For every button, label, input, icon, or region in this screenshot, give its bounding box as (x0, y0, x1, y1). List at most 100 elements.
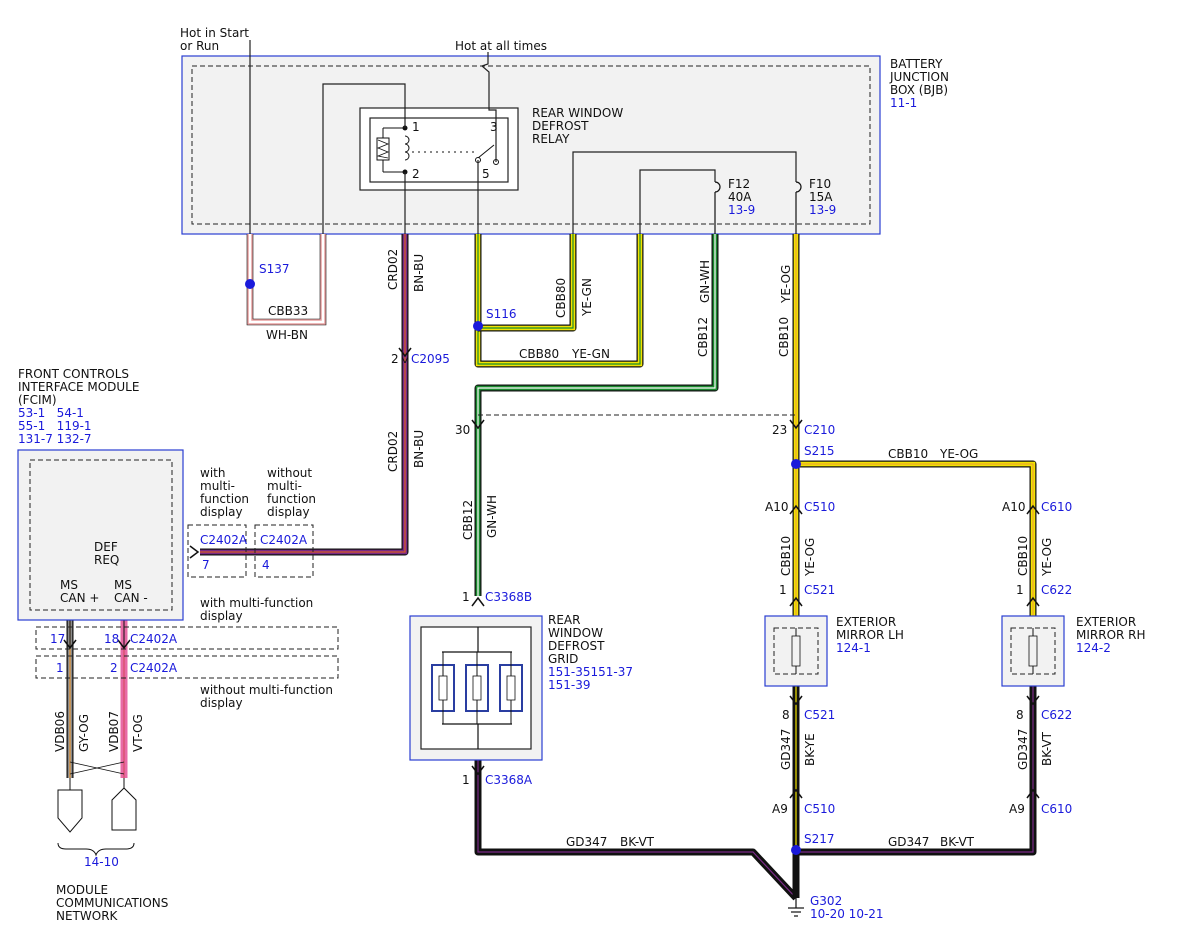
grid-title-2: WINDOW (548, 626, 603, 640)
without-mfd-row (35, 655, 339, 679)
c622-label-top: C622 (1041, 583, 1072, 597)
splice-s137-label: S137 (259, 262, 290, 276)
cbb12-label-top: CBB12 (696, 317, 710, 357)
c510-pin-a9: A9 (772, 802, 788, 816)
splice-s215 (791, 459, 801, 469)
c2402a-pin-1: 1 (56, 661, 64, 675)
wire-gd347 (474, 686, 1037, 901)
grid-title-1: REAR (548, 613, 580, 627)
fcim-can-minus-label: CAN - (114, 591, 148, 605)
bk-ye-label-lh: BK-YE (803, 733, 817, 766)
c622-label-bottom: C622 (1041, 708, 1072, 722)
fcim-module (17, 449, 184, 621)
fuse-f10-name: F10 (809, 177, 831, 191)
rear-window-defrost-grid (409, 615, 543, 761)
bjb-ref: 11-1 (890, 96, 917, 110)
fcim-def-label: DEF (94, 540, 118, 554)
wire-cbb80 (474, 234, 644, 368)
c510-label-top: C510 (804, 500, 835, 514)
with-label-1: with (200, 466, 225, 480)
without-mfd-label-2: display (200, 696, 243, 710)
fcim-title-1: FRONT CONTROLS (18, 367, 129, 381)
ye-og-label-top: YE-OG (779, 265, 793, 304)
with-mfd-label-2: display (200, 609, 243, 623)
gn-wh-label-mid: GN-WH (485, 495, 499, 538)
mirror-rh-title-1: EXTERIOR (1076, 615, 1136, 629)
c3368b-pin: 1 (462, 590, 470, 604)
cbb10-label-lh: CBB10 (779, 536, 793, 576)
bn-bu-label-mid: BN-BU (412, 430, 426, 468)
fcim-ms-label-1: MS (60, 578, 78, 592)
relay-pin-1: 1 (412, 120, 420, 134)
without-mfd-label-1: without multi-function (200, 683, 333, 697)
c3368b-label: C3368B (485, 590, 532, 604)
ground-ref: 10-20 10-21 (810, 907, 884, 921)
c2402a-pin-7: 7 (202, 558, 210, 572)
fcim-ms-label-2: MS (114, 578, 132, 592)
mirror-rh-ref: 124-2 (1076, 641, 1111, 655)
ye-og-label-h: YE-OG (939, 447, 978, 461)
c2402a-pin-17: 17 (50, 632, 65, 646)
cbb80-label-h: CBB80 (519, 347, 559, 361)
fcim-ref-2: 55-1 119-1 (18, 419, 92, 433)
hot-start-label-1: Hot in Start (180, 26, 249, 40)
bjb-title-2: JUNCTION (889, 70, 949, 84)
c2402a-label-row2: C2402A (130, 661, 178, 675)
rear-window-defrost-relay (359, 107, 519, 191)
wh-bn-label: WH-BN (266, 328, 308, 342)
c210-label: C210 (804, 423, 835, 437)
c622-pin-1: 1 (1016, 583, 1024, 597)
c521-label-top: C521 (804, 583, 835, 597)
relay-pin-3: 3 (490, 120, 498, 134)
c610-label-bottom: C610 (1041, 802, 1072, 816)
ye-gn-label-v: YE-GN (580, 278, 594, 317)
crd02-label-mid: CRD02 (386, 431, 400, 472)
wire-cbb33 (246, 234, 327, 326)
fcim-can-plus-label: CAN + (60, 591, 99, 605)
c2402a-label-row1: C2402A (130, 632, 178, 646)
fcim-req-label: REQ (94, 553, 119, 567)
splice-s137 (245, 279, 255, 289)
without-mfd-box (254, 524, 314, 578)
fuse-f12-name: F12 (728, 177, 750, 191)
c2402a-pin-2: 2 (110, 661, 118, 675)
c510-pin-a10: A10 (765, 500, 788, 514)
network-title-2: COMMUNICATIONS (56, 896, 168, 910)
network-title-3: NETWORK (56, 909, 119, 923)
relay-pin-5: 5 (482, 167, 490, 181)
grid-ref-2: 151-39 (548, 678, 591, 692)
with-mfd-label-1: with multi-function (200, 596, 313, 610)
c610-label-top: C610 (1041, 500, 1072, 514)
with-mfd-row (35, 626, 339, 650)
fcim-ref-1: 53-1 54-1 (18, 406, 84, 420)
ground-g302 (788, 898, 804, 917)
gd347-label-h-right: GD347 (888, 835, 929, 849)
fuse-f12-amp: 40A (728, 190, 752, 204)
with-label-4: display (200, 505, 243, 519)
gd347-label-rh: GD347 (1016, 729, 1030, 770)
gd347-label-h-left: GD347 (566, 835, 607, 849)
relay-title-2: DEFROST (532, 119, 589, 133)
without-label-2: multi- (267, 479, 302, 493)
splice-s116 (473, 321, 483, 331)
hot-start-label-2: or Run (180, 39, 219, 53)
ye-gn-label-h: YE-GN (571, 347, 610, 361)
hot-all-times-label: Hot at all times (455, 39, 547, 53)
relay-pin-2: 2 (412, 167, 420, 181)
bjb-title-3: BOX (BJB) (890, 83, 948, 97)
vdb07-label: VDB07 (107, 711, 121, 752)
c2402a-pin-4: 4 (262, 558, 270, 572)
mirror-rh-title-2: MIRROR RH (1076, 628, 1146, 642)
mirror-lh-title-2: MIRROR LH (836, 628, 904, 642)
c521-label-bottom: C521 (804, 708, 835, 722)
grid-title-4: GRID (548, 652, 578, 666)
cbb80-label-v: CBB80 (554, 278, 568, 318)
splice-s217 (791, 845, 801, 855)
fcim-ref-3: 131-7 132-7 (18, 432, 92, 446)
wire-cbb10 (792, 234, 1037, 616)
vdb06-label: VDB06 (53, 711, 67, 752)
fuse-f12-ref: 13-9 (728, 203, 755, 217)
ground-name: G302 (810, 894, 842, 908)
c521-pin-8: 8 (782, 708, 790, 722)
